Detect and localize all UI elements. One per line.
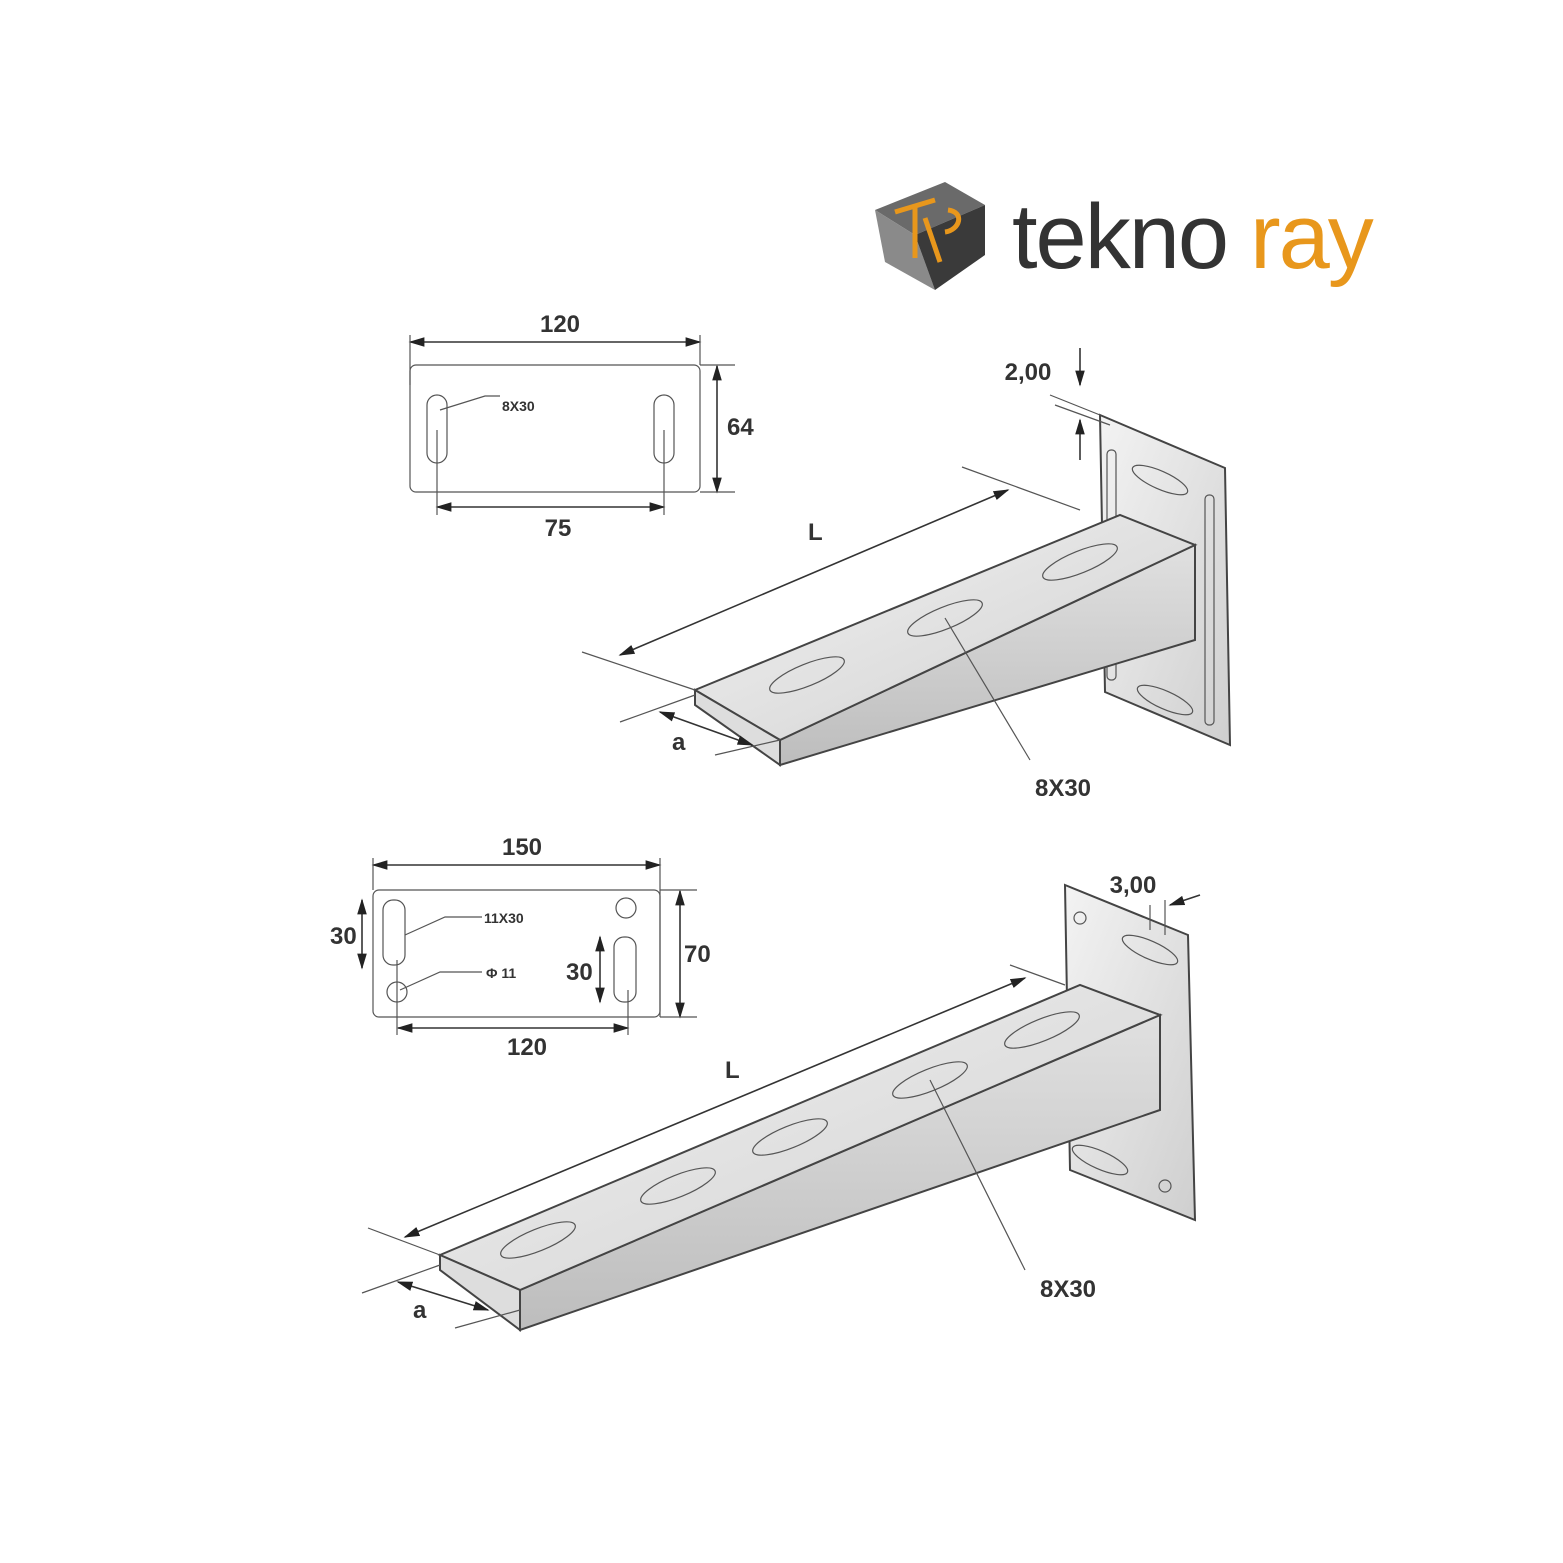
dim-width: 120 <box>540 311 580 338</box>
dim-hole-spacing: 75 <box>545 515 572 542</box>
dim-height: 70 <box>684 941 711 968</box>
dim-flange: a <box>672 729 686 756</box>
slot-label: 11X30 <box>484 910 524 926</box>
large-bracket-iso: 3,00 L a 8X30 <box>361 872 1201 1332</box>
dim-flange: a <box>413 1297 427 1324</box>
dim-slot-left: 30 <box>330 923 357 950</box>
dim-length: L <box>725 1057 740 1084</box>
dim-slot-right: 30 <box>566 959 593 986</box>
logo-cube-icon <box>875 182 985 290</box>
dim-thickness: 3,00 <box>1110 872 1157 899</box>
teknoray-logo: tekno ray <box>875 182 1376 290</box>
slot-label: 8X30 <box>502 398 535 414</box>
dim-thickness: 2,00 <box>1005 359 1052 386</box>
dim-length: L <box>808 519 823 546</box>
logo-text-ray: ray <box>1250 186 1374 288</box>
hole-label: Φ 11 <box>486 965 516 981</box>
slot-label: 8X30 <box>1035 775 1091 802</box>
large-plate-view: 150 70 120 30 30 11X30 Φ 11 <box>330 834 711 1061</box>
dim-width: 150 <box>502 834 542 861</box>
small-plate-view: 120 64 75 8X30 <box>408 311 754 542</box>
dim-hole-spacing: 120 <box>507 1034 547 1061</box>
logo-text-tekno: tekno <box>1012 186 1227 288</box>
small-bracket-iso: 2,00 L a 8X30 <box>581 348 1232 802</box>
slot-label: 8X30 <box>1040 1276 1096 1303</box>
dim-height: 64 <box>727 414 754 441</box>
